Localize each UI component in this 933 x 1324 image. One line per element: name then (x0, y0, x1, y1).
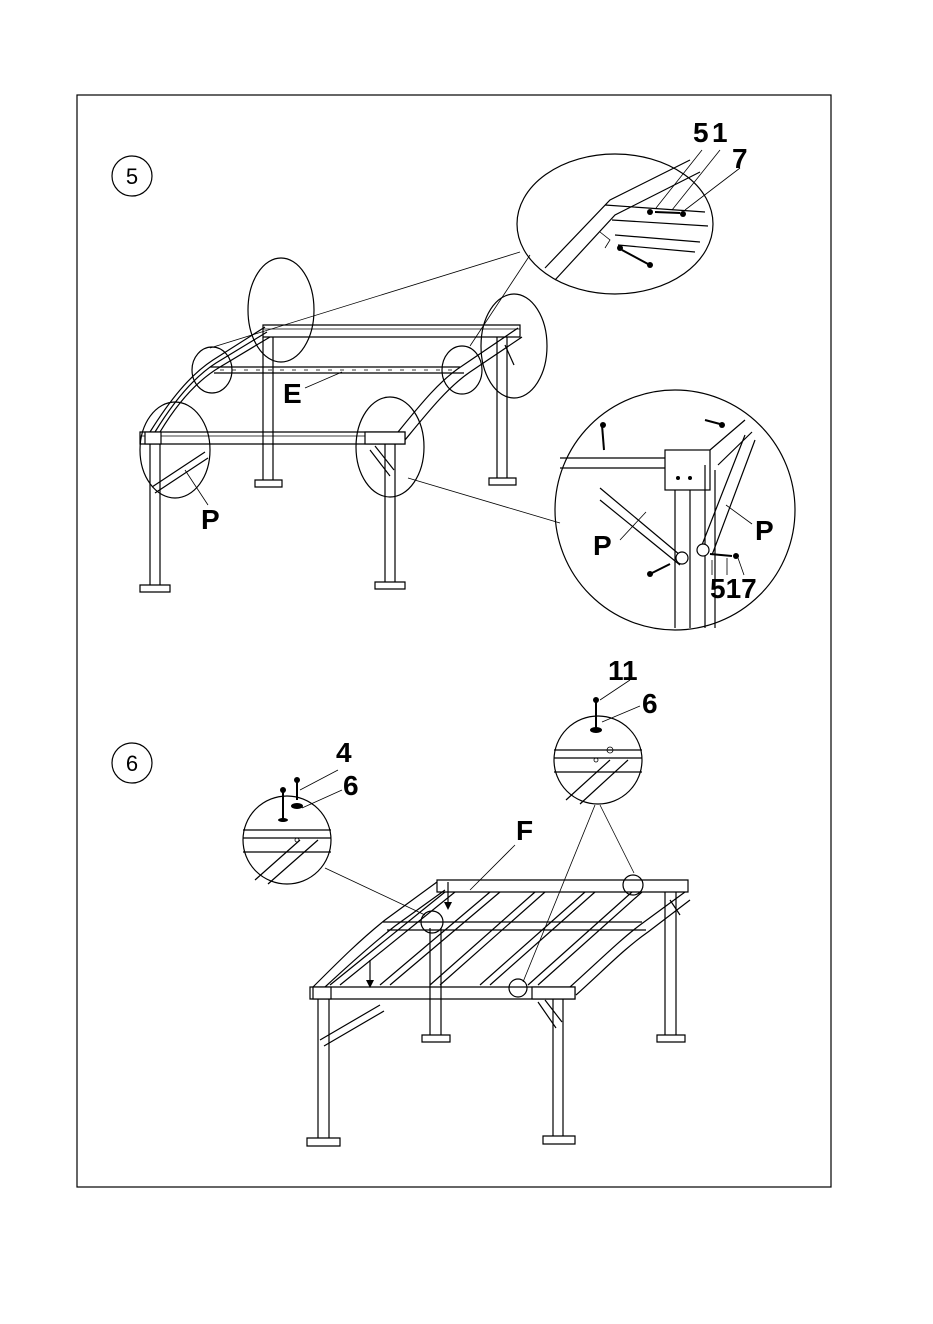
detail-6-right-magnifier (554, 680, 642, 804)
step-6-badge: 6 (112, 743, 152, 783)
label-5-top: 5 (693, 117, 709, 148)
label-7-top: 7 (732, 143, 748, 174)
step-6-roof-drawing (307, 805, 690, 1146)
label-6-left: 6 (343, 770, 359, 801)
detail-bottom-magnifier (555, 390, 795, 630)
step-5-frame-drawing (140, 252, 560, 592)
step-5-badge: 5 (112, 156, 152, 196)
label-517-detail: 517 (710, 573, 757, 604)
label-4-left: 4 (336, 737, 352, 768)
label-11-right: 11 (608, 655, 638, 686)
label-F: F (516, 815, 533, 846)
label-1-top: 1 (712, 117, 728, 148)
label-P-left: P (201, 504, 220, 535)
step-6-number: 6 (126, 751, 138, 776)
detail-6-left-magnifier (243, 770, 342, 884)
label-P-detail-a: P (593, 530, 612, 561)
step-5-number: 5 (126, 164, 138, 189)
page-border (77, 95, 831, 1187)
label-6-right: 6 (642, 688, 658, 719)
detail-top-magnifier (517, 150, 740, 294)
leader-E (305, 372, 342, 388)
label-E: E (283, 378, 302, 409)
label-P-detail-b: P (755, 515, 774, 546)
